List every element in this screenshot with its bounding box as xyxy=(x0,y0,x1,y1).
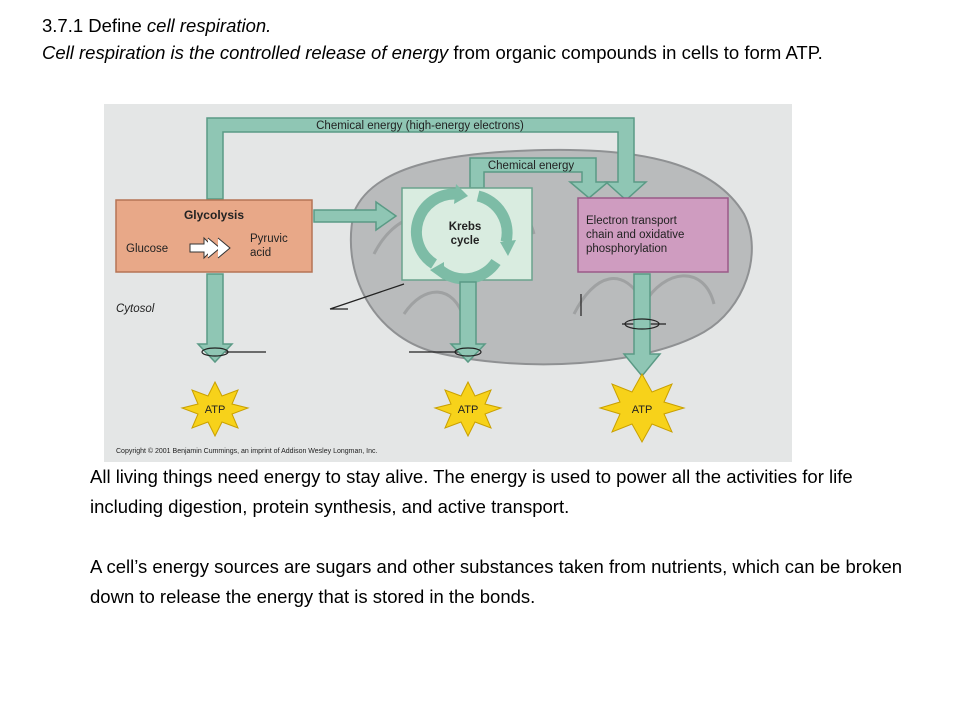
paragraph-energy-needs: All living things need energy to stay al… xyxy=(90,466,853,517)
copyright-text: Copyright © 2001 Benjamin Cummings, an i… xyxy=(116,447,377,455)
atp-burst-krebs: ATP xyxy=(433,380,503,438)
definition-italic: Cell respiration is the controlled relea… xyxy=(42,42,449,63)
atp-burst-glycolysis: ATP xyxy=(180,380,250,438)
etc-label-line-1: Electron transport xyxy=(586,215,678,227)
paragraph-energy-sources: A cell’s energy sources are sugars and o… xyxy=(90,556,903,607)
glycolysis-arrows-icon xyxy=(189,236,231,260)
electron-transport-box xyxy=(577,197,729,273)
krebs-label: Krebs xyxy=(449,221,482,233)
arrow-ellipses xyxy=(201,318,660,357)
krebs-atp-arrow xyxy=(449,281,487,364)
etc-atp-arrow xyxy=(622,273,662,378)
heading-term: cell respiration. xyxy=(146,15,272,36)
atp-burst-etc: ATP xyxy=(598,372,686,444)
body-text: All living things need energy to stay al… xyxy=(90,462,930,642)
heading-line-1: 3.7.1 Define cell respiration. xyxy=(42,12,942,39)
top-arrow-label: Chemical energy (high-energy electrons) xyxy=(316,120,524,132)
inner-energy-arrow xyxy=(469,157,611,199)
glucose-label: Glucose xyxy=(126,243,168,255)
atp-label-3: ATP xyxy=(632,404,653,416)
glycolysis-to-krebs-arrow xyxy=(313,200,398,232)
cycle-label: cycle xyxy=(451,235,480,247)
cell-respiration-diagram: Chemical energy (high-energy electrons) … xyxy=(115,117,753,455)
etc-label-line-2: chain and oxidative xyxy=(586,229,684,241)
inner-arrow-label: Chemical energy xyxy=(488,160,575,172)
atp-label-1: ATP xyxy=(205,404,226,416)
acid-label: acid xyxy=(250,247,271,259)
cell-respiration-figure: Chemical energy (high-energy electrons) … xyxy=(104,104,792,462)
glycolysis-title: Glycolysis xyxy=(184,208,244,222)
heading-prefix: 3.7.1 Define xyxy=(42,15,147,36)
glycolysis-atp-arrow xyxy=(196,273,234,364)
definition-rest: from organic compounds in cells to form … xyxy=(448,42,823,63)
pyruvic-label: Pyruvic xyxy=(250,233,288,245)
glycolysis-box xyxy=(115,199,313,273)
heading: 3.7.1 Define cell respiration. Cell resp… xyxy=(42,12,942,66)
cytosol-label: Cytosol xyxy=(116,303,155,315)
etc-label-line-3: phosphorylation xyxy=(586,243,667,255)
krebs-cycle-arrows-icon xyxy=(410,184,516,285)
heading-definition: Cell respiration is the controlled relea… xyxy=(42,39,942,66)
top-energy-arrow xyxy=(206,117,648,202)
atp-label-2: ATP xyxy=(458,404,479,416)
